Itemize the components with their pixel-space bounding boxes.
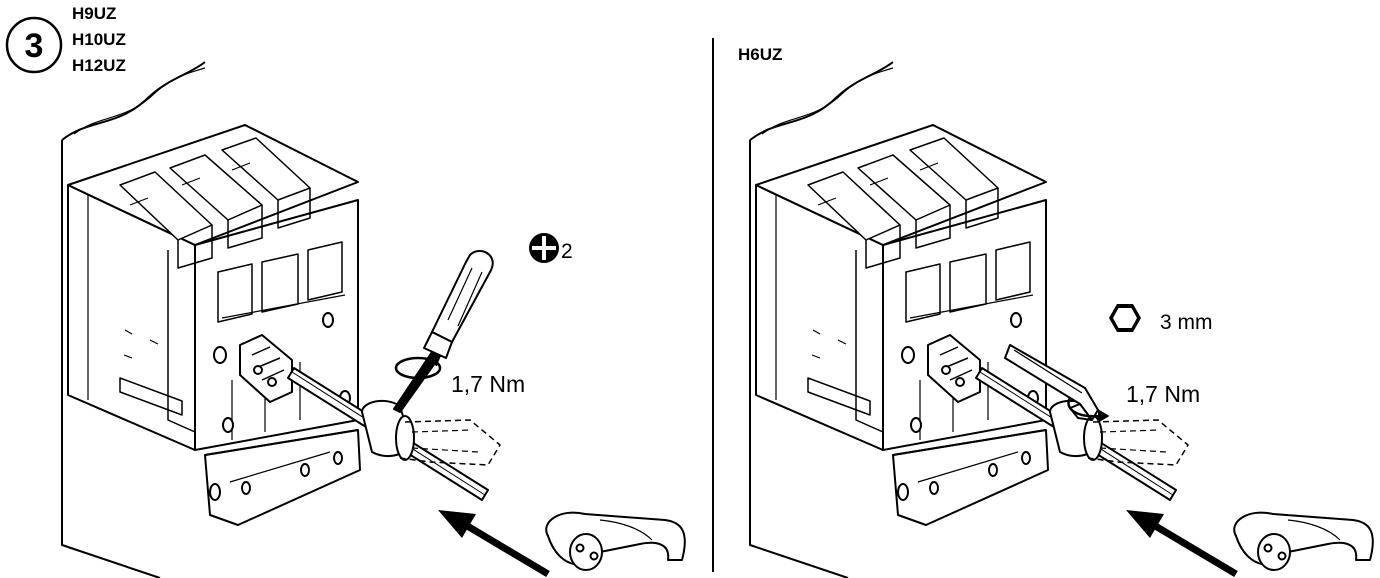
right-panel: H6UZ 3 mm 1,7 Nm: [738, 45, 1374, 578]
phillips-screwdriver-icon: [529, 233, 559, 263]
model-label-h6uz: H6UZ: [738, 45, 782, 64]
step-badge: 3: [7, 18, 61, 72]
tool-size-label: 2: [561, 240, 573, 263]
hex-key-icon: [1109, 304, 1141, 332]
rotation-arrow-icon: [1068, 398, 1108, 422]
left-panel: 3 H9UZ H10UZ H12UZ 2 1,7 Nm: [7, 4, 686, 578]
circuit-breaker: [61, 61, 501, 578]
screwdriver: [394, 251, 493, 412]
insert-arrow-icon: [1126, 510, 1236, 574]
model-label-h10uz: H10UZ: [72, 30, 126, 49]
step-number: 3: [25, 27, 44, 65]
rotation-arrow-icon: [396, 356, 440, 378]
rotary-handle: [545, 511, 686, 571]
insert-arrow-icon: [438, 510, 548, 574]
tool-size-label: 3 mm: [1160, 311, 1213, 334]
rotary-handle: [1233, 511, 1374, 571]
torque-label: 1,7 Nm: [451, 371, 525, 397]
model-label-h12uz: H12UZ: [72, 56, 126, 75]
model-label-h9uz: H9UZ: [72, 4, 116, 23]
torque-label: 1,7 Nm: [1126, 381, 1200, 407]
